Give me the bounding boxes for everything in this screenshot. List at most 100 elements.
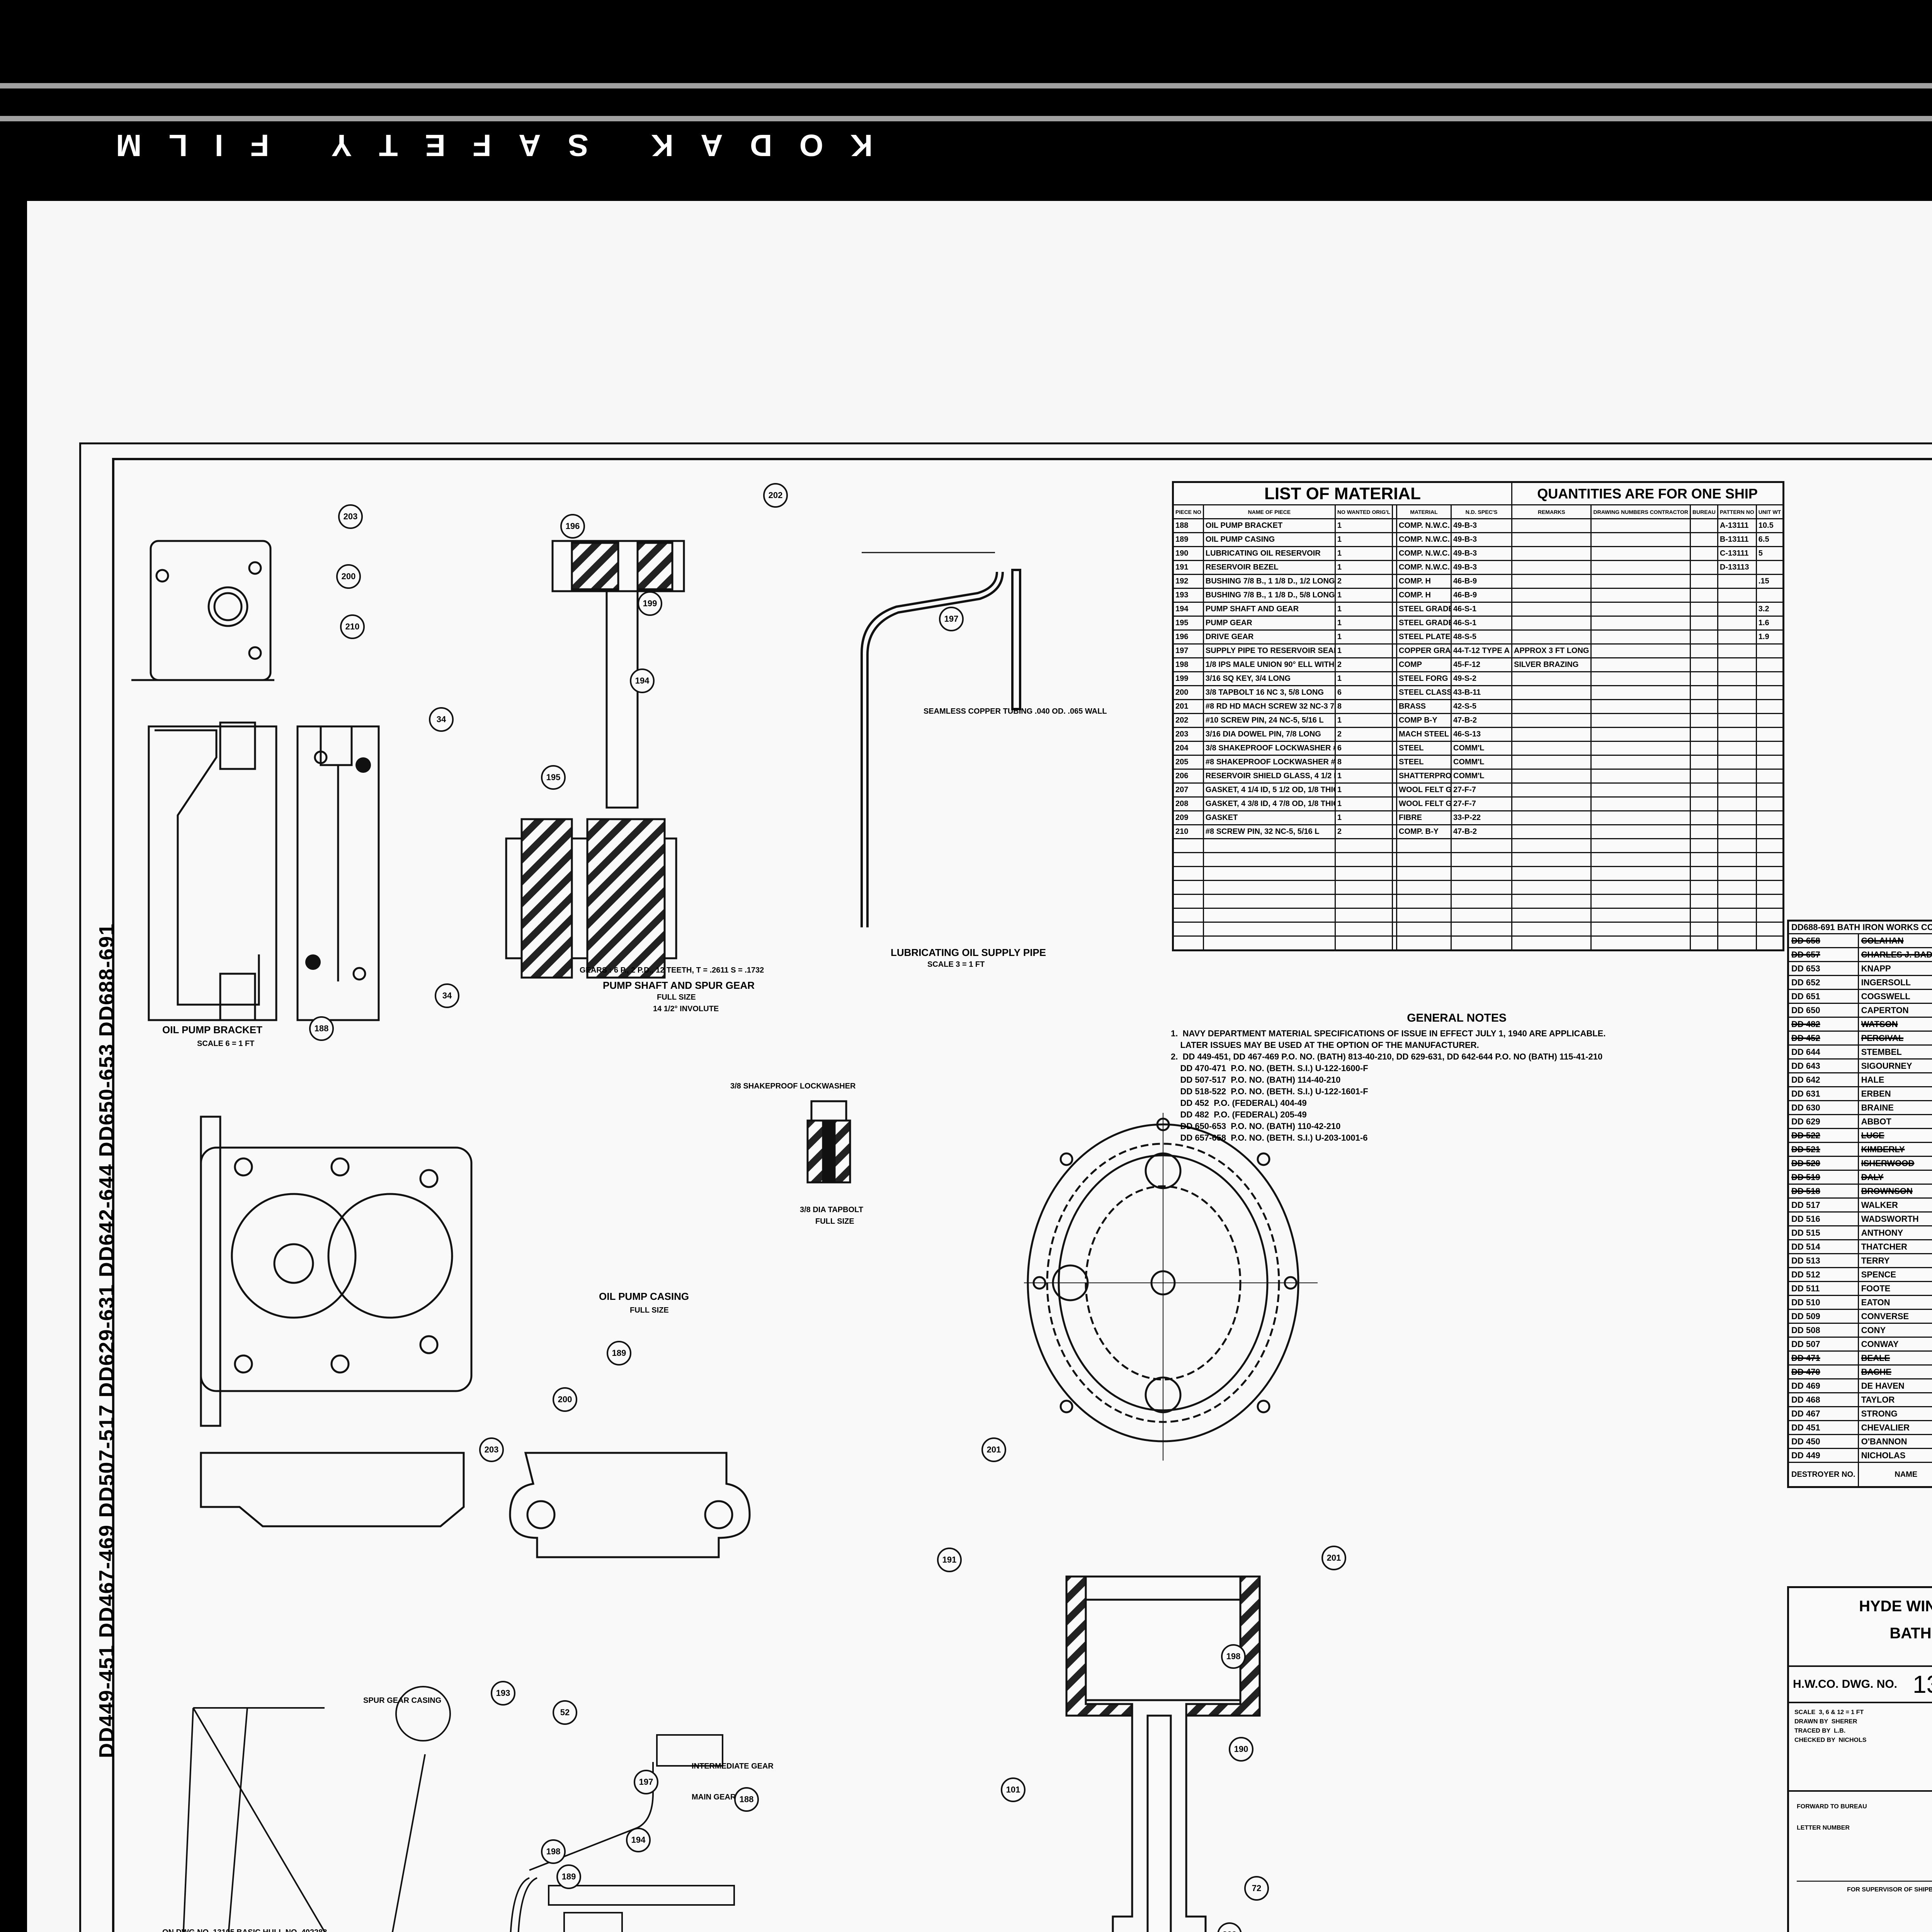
remarks <box>1511 755 1592 770</box>
blank-cell <box>1392 908 1398 923</box>
ship-name: BACHE <box>1857 1364 1932 1379</box>
list-of-material-table: LIST OF MATERIAL QUANTITIES ARE FOR ONE … <box>1172 481 1785 951</box>
piece-name: SUPPLY PIPE TO RESERVOIR SEAMLESS COPPER… <box>1202 643 1336 658</box>
pattern-no <box>1717 643 1757 658</box>
blank-cell <box>1511 935 1592 951</box>
contractor-dwg <box>1590 532 1691 547</box>
blank-cell <box>1392 894 1398 909</box>
note-line: DD 507-517 P.O. NO. (BATH) 114-40-210 <box>1171 1075 1341 1085</box>
destroyer-no: DD 515 <box>1787 1225 1859 1240</box>
bureau-dwg <box>1689 755 1718 770</box>
contractor-dwg <box>1590 602 1691 617</box>
piece-name: #8 SHAKEPROOF LOCKWASHER #1208 <box>1202 755 1336 770</box>
ship-name: BROWNSON <box>1857 1184 1932 1199</box>
unit-wt: 5 <box>1755 546 1784 561</box>
material: SHATTERPROOF GLASS <box>1396 769 1452 784</box>
destroyer-no: DD 642 <box>1787 1072 1859 1087</box>
unit-wt: 10.5 <box>1755 518 1784 533</box>
qty: 1 <box>1334 713 1393 728</box>
blank-cell <box>1334 908 1393 923</box>
remarks <box>1511 532 1592 547</box>
piece-bubble-198: 198 <box>1221 1644 1246 1669</box>
pattern-no <box>1717 824 1757 839</box>
intermediate-gear-label: INTERMEDIATE GEAR <box>692 1762 774 1770</box>
lom-row: 201#8 RD HD MACH SCREW 32 NC-3 7/16 L8BR… <box>1172 699 1784 714</box>
remarks <box>1511 796 1592 811</box>
bureau-dwg <box>1689 769 1718 784</box>
piece-no: 194 <box>1172 602 1204 617</box>
reservoir-plan-drawing <box>1024 1113 1318 1461</box>
qty: 1 <box>1334 532 1393 547</box>
blank-cell <box>1202 894 1336 909</box>
ship-name: KIMBERLY <box>1857 1142 1932 1157</box>
destroyer-no: DD 520 <box>1787 1156 1859 1171</box>
qty: 1 <box>1334 629 1393 645</box>
piece-bubble-197b: 197 <box>634 1770 658 1794</box>
qty: 1 <box>1334 518 1393 533</box>
ship-name: INGERSOLL <box>1857 975 1932 990</box>
remarks <box>1511 546 1592 561</box>
bureau-dwg <box>1689 810 1718 825</box>
unit-wt: .15 <box>1755 574 1784 589</box>
piece-bubble-201: 201 <box>981 1437 1006 1462</box>
bracket-scale: SCALE 6 = 1 FT <box>197 1039 255 1048</box>
piece-bubble-201b: 201 <box>1321 1546 1346 1570</box>
blank-cell <box>1590 922 1691 937</box>
qty: 1 <box>1334 671 1393 686</box>
ship-name: ANTHONY <box>1857 1225 1932 1240</box>
unit-wt <box>1755 796 1784 811</box>
shaft-gear-title: PUMP SHAFT AND SPUR GEAR <box>603 980 755 991</box>
destroyer-no: DD 512 <box>1787 1267 1859 1282</box>
checked-value: NICHOLS <box>1838 1737 1867 1743</box>
piece-bubble-189b: 189 <box>556 1864 581 1889</box>
ship-name: PERCIVAL <box>1857 1031 1932 1046</box>
unit-wt <box>1755 810 1784 825</box>
blank-cell <box>1334 880 1393 895</box>
remarks <box>1511 713 1592 728</box>
blank-cell <box>1689 935 1718 951</box>
film-edge-top: KODAK SAFETY FILM <box>0 0 1932 201</box>
ship-name: SPENCE <box>1857 1267 1932 1282</box>
piece-bubble-189: 189 <box>607 1341 631 1366</box>
material: COMP <box>1396 657 1452 672</box>
destroyer-no: DD 522 <box>1787 1128 1859 1143</box>
ship-name: CAPERTON <box>1857 1003 1932 1018</box>
destroyer-no: DD 452 <box>1787 1031 1859 1046</box>
remarks <box>1511 602 1592 617</box>
ship-name: SIGOURNEY <box>1857 1058 1932 1073</box>
destroyer-no: DD 450 <box>1787 1434 1859 1449</box>
piece-bubble-191: 191 <box>937 1548 962 1572</box>
lom-blank-row <box>1172 866 1784 881</box>
hull-row: DD 482WATSONFEDERAL S.B. & D.D. CO.KEARN… <box>1787 1017 1932 1032</box>
qty-2 <box>1392 560 1398 575</box>
lockwasher-note: 3/8 SHAKEPROOF LOCKWASHER <box>730 1082 856 1090</box>
qty: 1 <box>1334 796 1393 811</box>
piece-no: 192 <box>1172 574 1204 589</box>
tb-dwg-label: H.W.CO. DWG. NO. <box>1793 1678 1897 1690</box>
supply-pipe-drawing <box>861 552 1021 927</box>
blank-cell <box>1392 866 1398 881</box>
pattern-no <box>1717 685 1757 700</box>
blank-cell <box>1451 908 1512 923</box>
note-line: LATER ISSUES MAY BE USED AT THE OPTION O… <box>1171 1040 1479 1050</box>
piece-bubble-200-casing: 200 <box>553 1387 577 1412</box>
piece-no: 198 <box>1172 657 1204 672</box>
destroyer-no: DD 629 <box>1787 1114 1859 1129</box>
blank-cell <box>1396 935 1452 951</box>
contractor-dwg <box>1590 643 1691 658</box>
qty-2 <box>1392 657 1398 672</box>
pattern-no <box>1717 588 1757 603</box>
lom-blank-row <box>1172 852 1784 867</box>
hull-row: DD 630BRAINE209 <box>1787 1100 1932 1115</box>
blank-cell <box>1202 838 1336 853</box>
unit-wt <box>1755 699 1784 714</box>
spec: COMM'L <box>1451 741 1512 756</box>
bureau-dwg <box>1689 671 1718 686</box>
bureau-dwg <box>1689 588 1718 603</box>
hull-row: DD 516WADSWORTH205 <box>1787 1211 1932 1226</box>
drawn-value: SHERER <box>1831 1718 1857 1725</box>
contractor-dwg <box>1590 699 1691 714</box>
